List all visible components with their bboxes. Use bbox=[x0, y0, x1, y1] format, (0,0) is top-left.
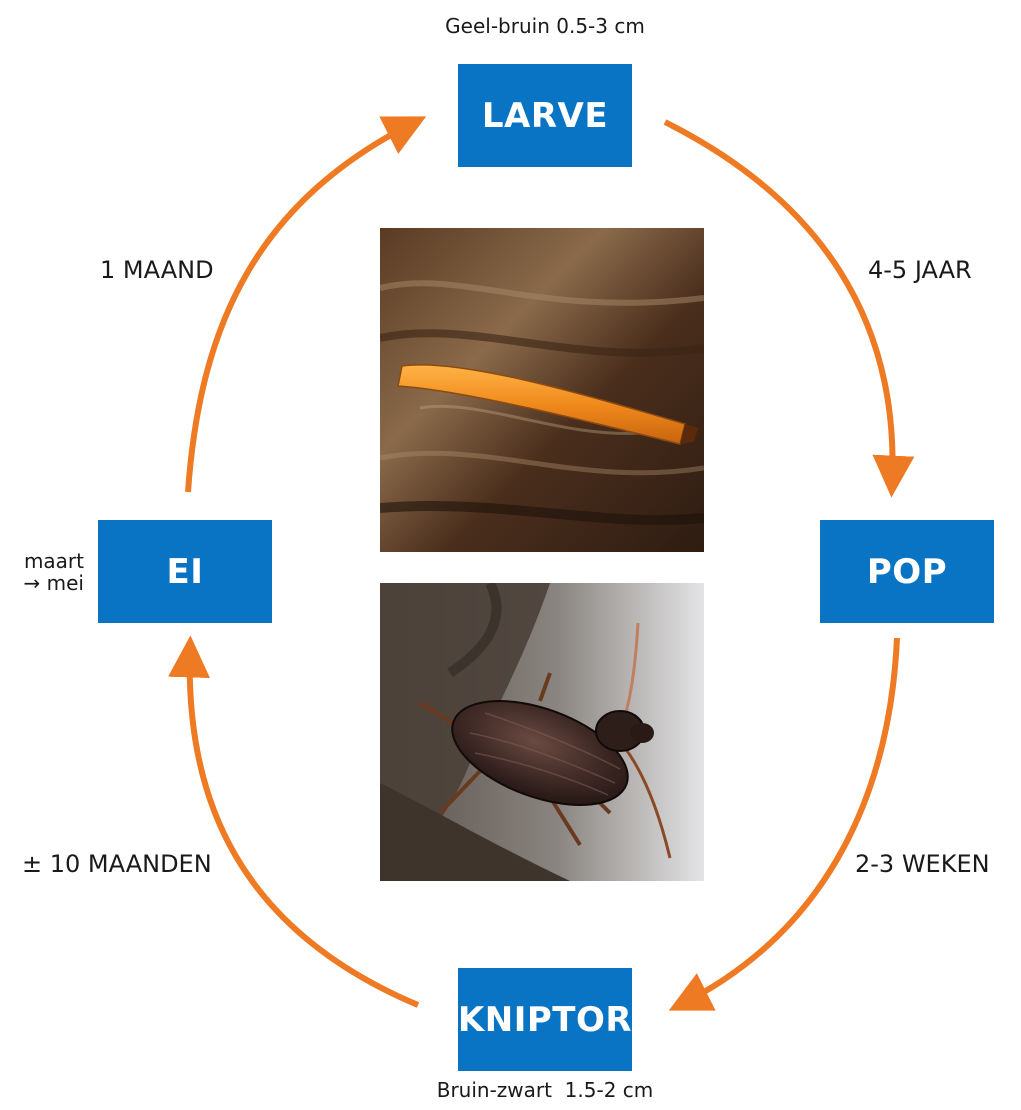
stage-larve: LARVE bbox=[458, 64, 632, 167]
duration-larve-to-pop: 4-5 JAAR bbox=[868, 256, 972, 284]
beetle-photo bbox=[380, 583, 704, 881]
arrow-ei-to-larve bbox=[185, 116, 427, 493]
ei-period-end: → mei bbox=[23, 571, 84, 595]
duration-kniptor-to-ei: ± 10 MAANDEN bbox=[22, 850, 212, 878]
larve-caption: Geel-bruin 0.5-3 cm bbox=[445, 14, 645, 38]
kniptor-caption: Bruin-zwart 1.5-2 cm bbox=[436, 1078, 654, 1102]
larva-photo bbox=[380, 228, 704, 552]
ei-period-start: maart bbox=[23, 549, 84, 573]
duration-pop-to-kniptor: 2-3 WEKEN bbox=[855, 850, 990, 878]
stage-ei: EI bbox=[98, 520, 272, 623]
arrow-larve-to-pop bbox=[663, 119, 915, 498]
arrow-pop-to-kniptor bbox=[668, 637, 900, 1011]
stage-kniptor: KNIPTOR bbox=[458, 968, 632, 1071]
ei-period: maart → mei bbox=[6, 550, 84, 594]
duration-ei-to-larve: 1 MAAND bbox=[100, 256, 214, 284]
stage-pop: POP bbox=[820, 520, 994, 623]
arrow-kniptor-to-ei bbox=[168, 635, 420, 1008]
